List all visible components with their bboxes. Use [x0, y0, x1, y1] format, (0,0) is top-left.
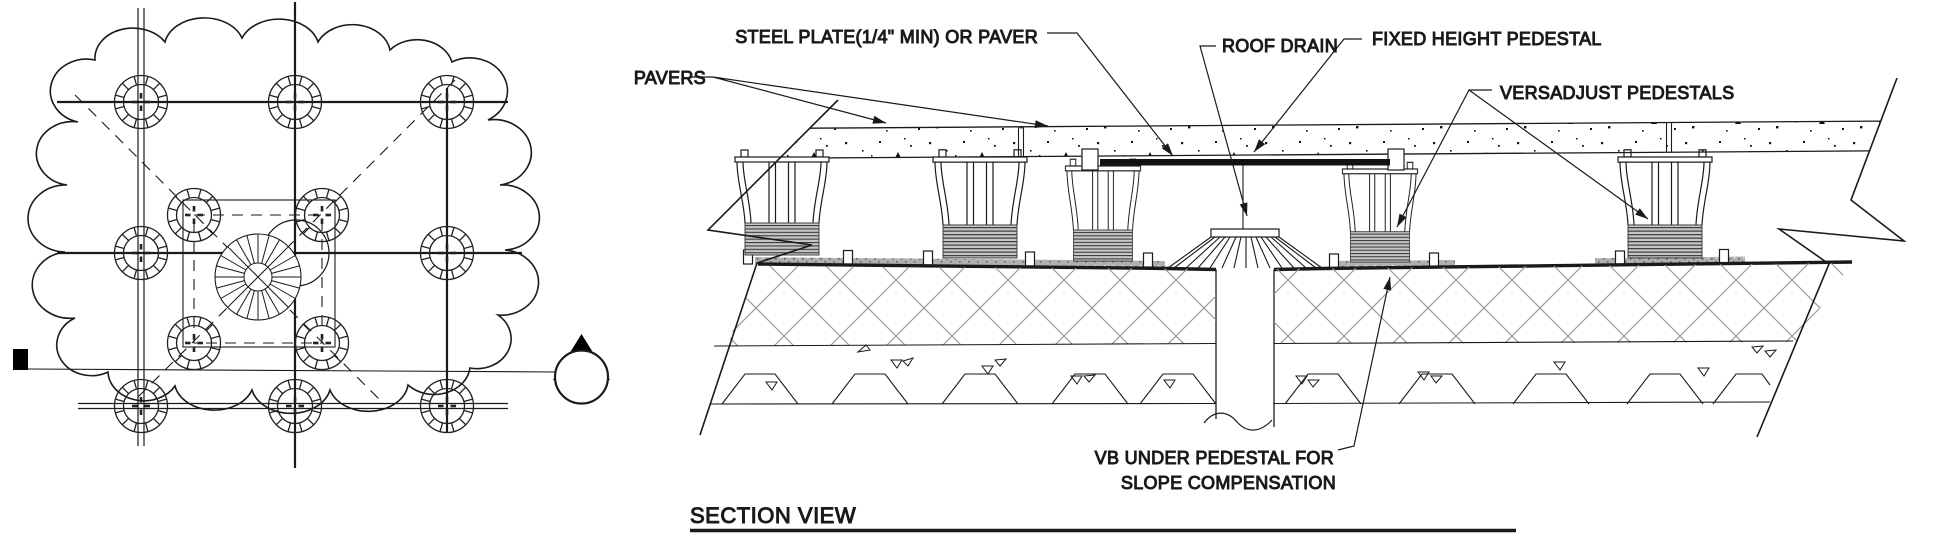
leader-steel-plate — [1047, 32, 1174, 157]
section-cut-line — [27, 368, 558, 373]
steel-plate — [1081, 148, 1405, 171]
drain-frame-square-dashed — [193, 214, 323, 344]
pedestal-versadjust-2 — [932, 149, 1028, 259]
break-line-right — [1756, 77, 1907, 438]
leader-fixed-height — [1253, 38, 1362, 153]
label-vb-line2: SLOPE COMPENSATION — [1121, 473, 1336, 493]
label-fixed-height-pedestal: FIXED HEIGHT PEDESTAL — [1372, 29, 1602, 49]
drain-frame-square — [182, 199, 336, 348]
label-vb-line1: VB UNDER PEDESTAL FOR — [1095, 448, 1334, 468]
label-versadjust-pedestals: VERSADJUST PEDESTALS — [1500, 83, 1734, 103]
leader-arrowheads — [872, 115, 1648, 291]
leader-roof-drain — [1199, 45, 1248, 217]
label-steel-plate: STEEL PLATE(1/4" MIN) OR PAVER — [735, 27, 1038, 47]
leader-lines — [691, 32, 1649, 451]
pedestal-fixed-right — [1341, 161, 1419, 263]
pedestal-versadjust-1 — [734, 149, 830, 256]
pedestal-fixed-left — [1064, 158, 1142, 262]
section-cut-marker-left — [13, 349, 28, 370]
roof-drain-cone — [1167, 165, 1323, 269]
section-cut-marker-right — [553, 334, 610, 405]
metal-deck — [710, 373, 1771, 405]
pipe-break-symbol — [1203, 412, 1273, 431]
leader-pavers — [691, 76, 1049, 127]
paver-joint — [1017, 122, 1673, 157]
insulation-layer — [713, 263, 1852, 347]
label-pavers: PAVERS — [634, 68, 706, 88]
concrete-fill-symbols — [765, 344, 1778, 391]
leader-vb — [1337, 276, 1391, 451]
paver-layer — [779, 120, 1882, 159]
break-line-left — [699, 99, 839, 436]
leader-versadjust — [1396, 89, 1649, 228]
label-roof-drain: ROOF DRAIN — [1222, 36, 1338, 56]
section-view: STEEL PLATE(1/4" MIN) OR PAVER PAVERS RO… — [633, 27, 1907, 533]
plan-roof-drain-symbol — [214, 233, 302, 321]
revision-cloud — [27, 17, 541, 415]
pedestal-versadjust-3 — [1617, 149, 1713, 259]
plan-view — [13, 2, 610, 468]
section-view-title: SECTION VIEW — [690, 503, 856, 528]
